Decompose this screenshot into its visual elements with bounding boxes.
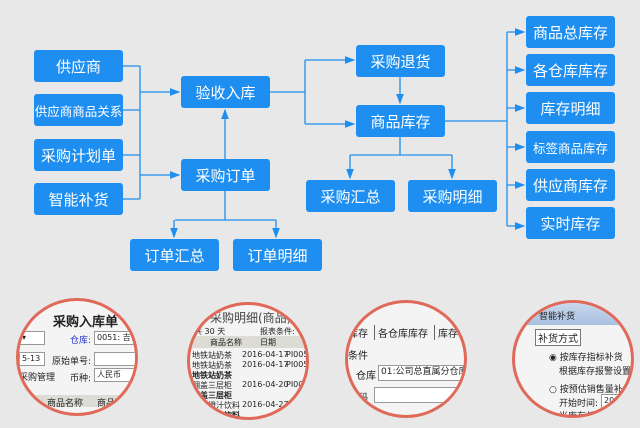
detail-cell-name: 柏柏橙汁饮料 (192, 411, 240, 420)
orig-no-label: 原始单号: (51, 357, 91, 367)
node-supplier[interactable]: 供应商 (34, 50, 123, 82)
currency-field[interactable]: 人民币 (94, 368, 135, 382)
date-field[interactable]: 5-13 (19, 352, 45, 366)
orig-no-field[interactable] (94, 352, 135, 366)
node-stock-detail[interactable]: 库存明细 (526, 92, 615, 124)
warehouse-label: 仓库 (356, 371, 376, 382)
warehouse-field[interactable]: 0051: 吉普补货分公 (94, 331, 135, 345)
tab-stock[interactable]: 库存 (348, 329, 368, 340)
thumb-stock: 库存 各仓库库存 库存明细 条件 仓库 01:公司总直属分仓库 条码 (345, 300, 467, 418)
detail-cell-date: 2016-04-17 (242, 350, 289, 359)
node-supplier-stock[interactable]: 供应商库存 (526, 169, 615, 201)
cond-text: 报表条件: (260, 327, 295, 336)
node-order-detail[interactable]: 订单明细 (233, 239, 322, 271)
dialog-titlebar (515, 303, 631, 325)
manager-text: 采购管理 (19, 373, 56, 383)
node-smart-replenish[interactable]: 智能补货 (34, 183, 123, 215)
cond-label: 条件 (348, 351, 368, 362)
detail-cell-no: PI0058 (286, 360, 309, 369)
node-warehouse-stock[interactable]: 各仓库库存 (526, 54, 615, 86)
node-tag-stock[interactable]: 标签商品库存 (526, 131, 615, 163)
detail-cell-name: 地铁站奶茶 (192, 361, 232, 370)
detail-cell-name: 柏柏橙汁饮料 (192, 401, 240, 410)
node-total-stock[interactable]: 商品总库存 (526, 16, 615, 48)
node-purchase-return[interactable]: 采购退货 (356, 45, 445, 77)
detail-cell-name: 翻盖三层柜 (192, 381, 232, 390)
node-goods-stock[interactable]: 商品库存 (356, 105, 445, 137)
node-purchase-summary[interactable]: 采购汇总 (306, 180, 395, 212)
radio-opt2[interactable]: ○ 按预估销售量补货 (549, 385, 632, 395)
detail-cell-name: 翻盖三层柜 (192, 391, 232, 400)
col-name: 商品名称 (210, 338, 242, 347)
start-field[interactable]: 2016 (601, 394, 631, 408)
node-order-summary[interactable]: 订单汇总 (130, 239, 219, 271)
thumb-purchase-receipt: 采购入库单 ▾ 仓库: 0051: 吉普补货分公 5-13 原始单号: 采购管理… (16, 298, 138, 416)
tab-replenish-mode[interactable]: 补货方式 (535, 329, 581, 346)
tab-stock-detail[interactable]: 库存明细 (434, 325, 464, 340)
detail-cell-date: 2016-04-17 (242, 360, 289, 369)
opt1-label: 按库存指标补货 (559, 353, 623, 363)
detail-cell-no: PI0058 (286, 350, 309, 359)
detail-cell-name: 地铁站奶茶 (192, 351, 232, 360)
warehouse-field[interactable]: 01:公司总直属分仓库 (378, 365, 464, 381)
opt1-desc: 根据库存报警设置, (559, 367, 634, 377)
node-receive[interactable]: 验收入库 (181, 76, 270, 108)
dropdown[interactable]: ▾ (19, 331, 45, 345)
table-header (19, 395, 135, 407)
col-goods-name: 商品名称 (47, 399, 84, 409)
connectors (123, 28, 526, 290)
opt2-label: 按预估销售量补货 (559, 385, 632, 395)
table-header (190, 336, 306, 348)
radio-opt1[interactable]: ◉ 按库存指标补货 (549, 353, 623, 363)
low-stock-text: 当库存低于 (559, 412, 605, 418)
thumb-smart-replenish: 智能补货 补货方式 ◉ 按库存指标补货 根据库存报警设置, ○ 按预估销售量补货… (512, 300, 634, 418)
currency-label: 币种: (69, 374, 91, 384)
node-purchase-order[interactable]: 采购订单 (181, 159, 270, 191)
start-label: 开始时间: (559, 399, 599, 409)
col-goods-spec: 商品规格 (97, 399, 134, 409)
warehouse-label: 仓库: (69, 336, 91, 346)
detail-cell-date: 2016-04-20 (242, 380, 289, 389)
barcode-field[interactable] (374, 387, 464, 403)
days-text: 共 30 天 (194, 327, 226, 336)
node-realtime-stock[interactable]: 实时库存 (526, 207, 615, 239)
node-purchase-plan[interactable]: 采购计划单 (34, 139, 123, 171)
detail-cell-name: 地铁站奶茶 (192, 371, 232, 380)
receipt-title: 采购入库单 (53, 315, 119, 330)
barcode-label: 条码 (348, 393, 368, 404)
detail-cell-date: 2016-04-27 (242, 400, 289, 409)
dialog-title: 智能补货 (539, 312, 576, 322)
thumb-purchase-detail: 采购明细(商品) 共 30 天 报表条件: 商品名称 日期 地铁站奶茶 2016-… (187, 302, 309, 420)
col-date: 日期 (260, 338, 276, 347)
detail-cell-no: PI006 (286, 380, 309, 389)
detail-title: 采购明细(商品) (210, 311, 292, 325)
node-supplier-goods[interactable]: 供应商商品关系 (34, 94, 123, 126)
tab-warehouse-stock[interactable]: 各仓库库存 (374, 325, 428, 340)
node-purchase-detail[interactable]: 采购明细 (408, 180, 497, 212)
